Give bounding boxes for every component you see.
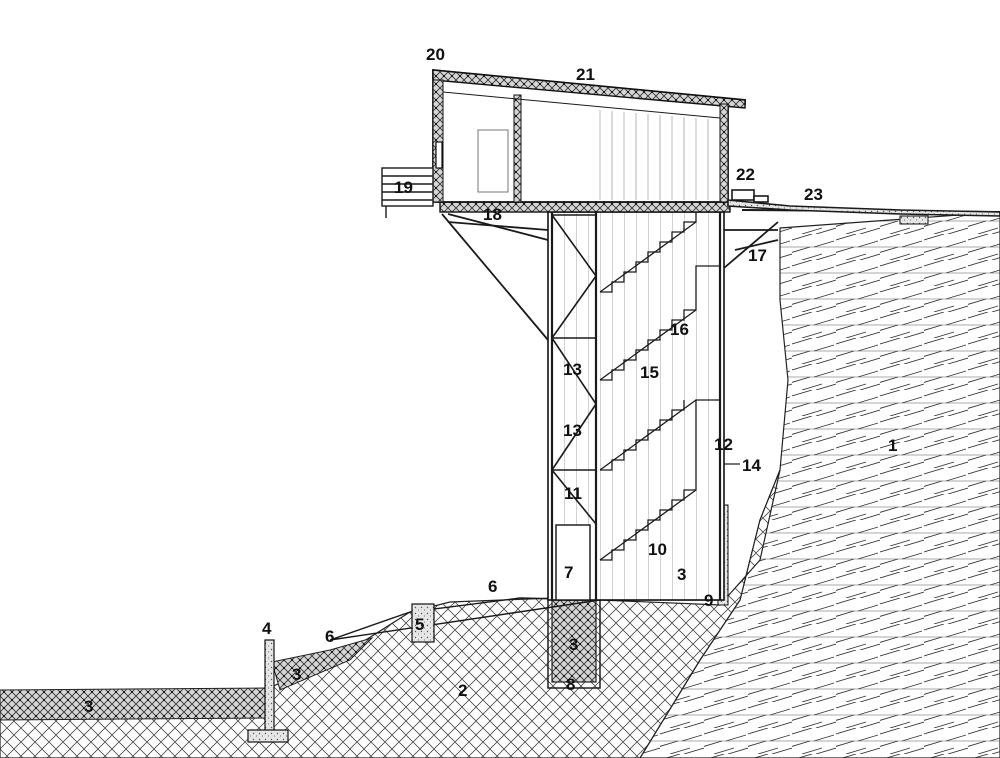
cabin-partition	[513, 94, 522, 203]
label-6-right: 6	[488, 577, 497, 596]
label-14: 14	[742, 456, 761, 475]
gravel-fill-wall	[271, 636, 374, 691]
label-13-lower: 13	[563, 421, 582, 440]
ceiling-line	[442, 91, 721, 119]
label-17: 17	[748, 246, 767, 265]
label-12: 12	[714, 435, 733, 454]
label-3-wall: 3	[292, 665, 301, 684]
gravel-fill-footing	[551, 599, 597, 683]
compacted-soil	[0, 469, 781, 758]
label-11: 11	[564, 484, 582, 503]
label-19: 19	[394, 178, 413, 197]
label-1: 1	[888, 436, 897, 455]
cantilever-brackets	[441, 213, 779, 341]
entry-door	[555, 524, 591, 601]
label-21: 21	[576, 65, 595, 84]
label-3-left: 3	[84, 697, 93, 716]
ground-line	[329, 597, 601, 641]
label-6-left: 6	[325, 627, 334, 646]
label-5: 5	[415, 615, 424, 634]
label-20: 20	[426, 45, 445, 64]
label-10: 10	[648, 540, 667, 559]
label-9: 9	[704, 591, 713, 610]
cross-bracing	[551, 214, 597, 525]
label-18: 18	[483, 205, 502, 224]
interior-door	[477, 129, 509, 193]
label-3-stair-base: 3	[677, 565, 686, 584]
label-4: 4	[262, 619, 272, 638]
retaining-wall	[264, 639, 275, 733]
cabin-cladding-lines	[599, 110, 709, 200]
label-3-footing: 3	[569, 635, 578, 654]
label-22: 22	[736, 165, 755, 184]
label-2: 2	[458, 681, 467, 700]
gravel-fill-left	[0, 687, 266, 721]
access-bridge	[727, 189, 1000, 217]
label-8: 8	[566, 675, 575, 694]
cabin-wall-left	[432, 79, 444, 203]
planter-block	[411, 603, 435, 643]
balcony	[381, 167, 434, 218]
roof	[432, 69, 746, 109]
label-13-upper: 13	[563, 360, 582, 379]
edge-stone-top	[899, 215, 929, 225]
label-15: 15	[640, 363, 659, 382]
retaining-footing	[247, 729, 289, 743]
stair-flights	[599, 200, 720, 561]
cabin-wall-right	[719, 103, 729, 203]
cabin-window	[435, 141, 443, 169]
label-16: 16	[670, 320, 689, 339]
label-23: 23	[804, 185, 823, 204]
label-7: 7	[564, 563, 573, 582]
